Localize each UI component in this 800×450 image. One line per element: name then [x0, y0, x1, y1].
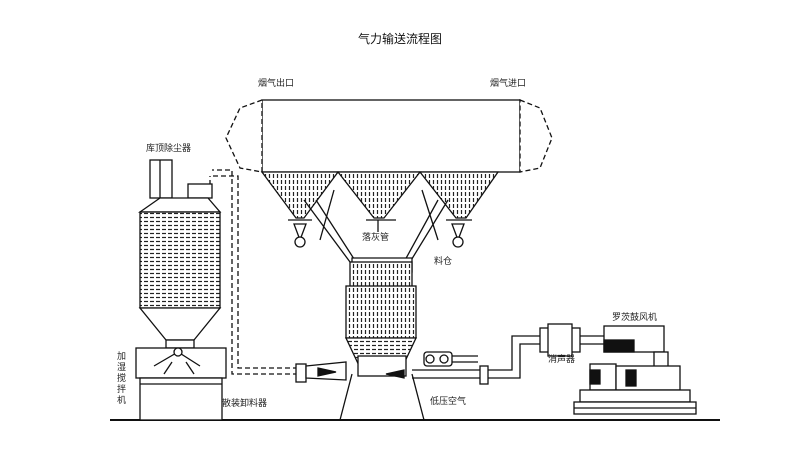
silo-shell [139, 211, 221, 309]
flue-outlet-hood [225, 99, 263, 173]
silo-bottom-cone [138, 307, 222, 341]
silo-supports-upper [303, 189, 449, 263]
label-low-pressure-air: 低压空气 [430, 397, 467, 407]
label-flue-outlet: 烟气出口 [258, 79, 295, 89]
storage-silo [137, 159, 222, 349]
air-line [385, 335, 540, 385]
silo [339, 257, 425, 421]
label-silencer: 消声器 [548, 355, 576, 365]
label-roots-blower: 罗茨鼓风机 [612, 313, 658, 323]
label-humidify-mixer: 加湿搅拌机 [117, 352, 127, 406]
silo-roof [137, 197, 222, 213]
label-silo: 料仓 [434, 257, 453, 267]
hopper-middle [336, 171, 422, 219]
label-dust-collector: 库顶除尘器 [146, 144, 192, 154]
conveying-pipe [212, 169, 346, 375]
hopper-right [418, 171, 500, 219]
silencer [539, 323, 604, 357]
label-flue-inlet: 烟气进口 [490, 79, 527, 89]
flue-inlet-hood [519, 99, 553, 173]
hopper-left [260, 171, 340, 219]
precipitator-body [261, 99, 521, 173]
label-bulk-unloader: 散装卸料器 [222, 399, 268, 409]
air-valve [423, 351, 478, 367]
dust-collector-box [149, 159, 173, 199]
diagram-title: 气力输送流程图 [357, 32, 442, 46]
conveying-nozzle [295, 361, 347, 383]
precipitator [225, 99, 553, 248]
roots-blower [573, 325, 697, 415]
mixer [135, 347, 227, 421]
label-drop-pipe: 落灰管 [362, 233, 390, 243]
